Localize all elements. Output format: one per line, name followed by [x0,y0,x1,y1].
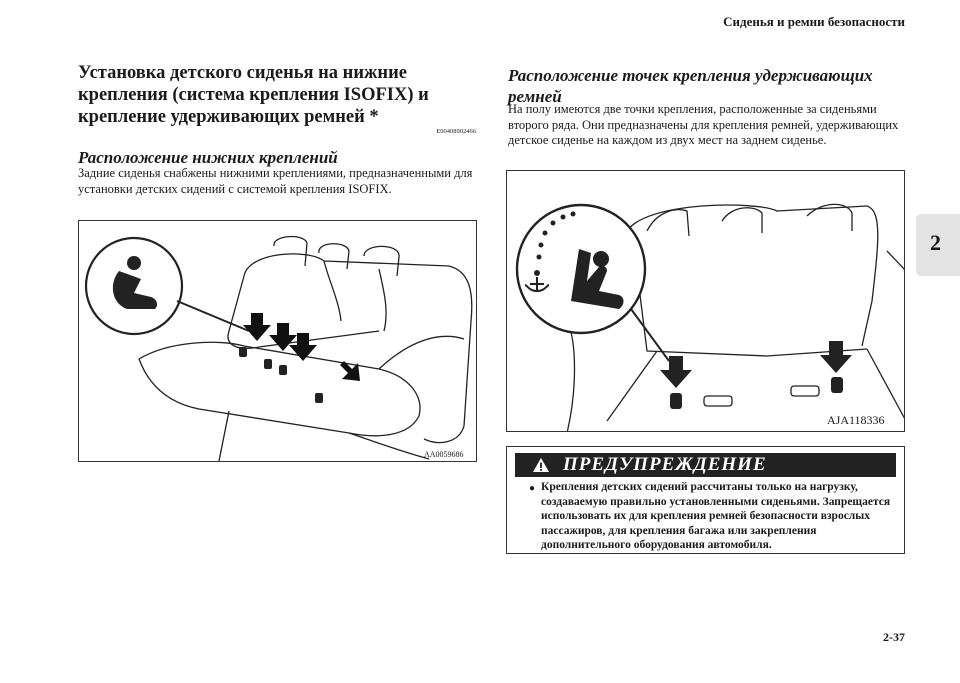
document-code: E00408902466 [436,128,476,135]
running-header: Сиденья и ремни безопасности [723,14,905,29]
figure-label-left: AA0059686 [424,450,464,459]
warning-triangle-icon [533,458,549,472]
warning-header: ПРЕДУПРЕЖДЕНИЕ [515,453,896,477]
page-number: 2-37 [883,630,905,644]
tether-anchors-text: На полу имеются две точки крепления, рас… [508,102,899,147]
section-heading: Установка детского сиденья на нижние кре… [78,63,429,127]
tether-anchors-figure: AJA118336 [506,170,905,432]
warning-title: ПРЕДУПРЕЖДЕНИЕ [563,454,767,475]
figure-label-right: AJA118336 [827,413,885,427]
warning-text: Крепления детских сидений рассчитаны тол… [541,481,891,551]
rear-seat-illustration [84,235,473,461]
cargo-area-illustration [515,203,904,431]
tether-anchors-subheading: Расположение точек крепления удерживающи… [508,66,873,106]
chapter-number: 2 [930,230,941,255]
bullet-icon: ● [529,483,536,494]
chapter-tab: 2 [916,214,960,276]
lower-anchors-figure: AA0059686 [78,220,477,462]
lower-anchors-subheading: Расположение нижних креплений [78,148,338,167]
warning-box: ПРЕДУПРЕЖДЕНИЕ ● Крепления детских сиден… [506,446,905,554]
lower-anchors-text: Задние сиденья снабжены нижними креплени… [78,166,473,196]
